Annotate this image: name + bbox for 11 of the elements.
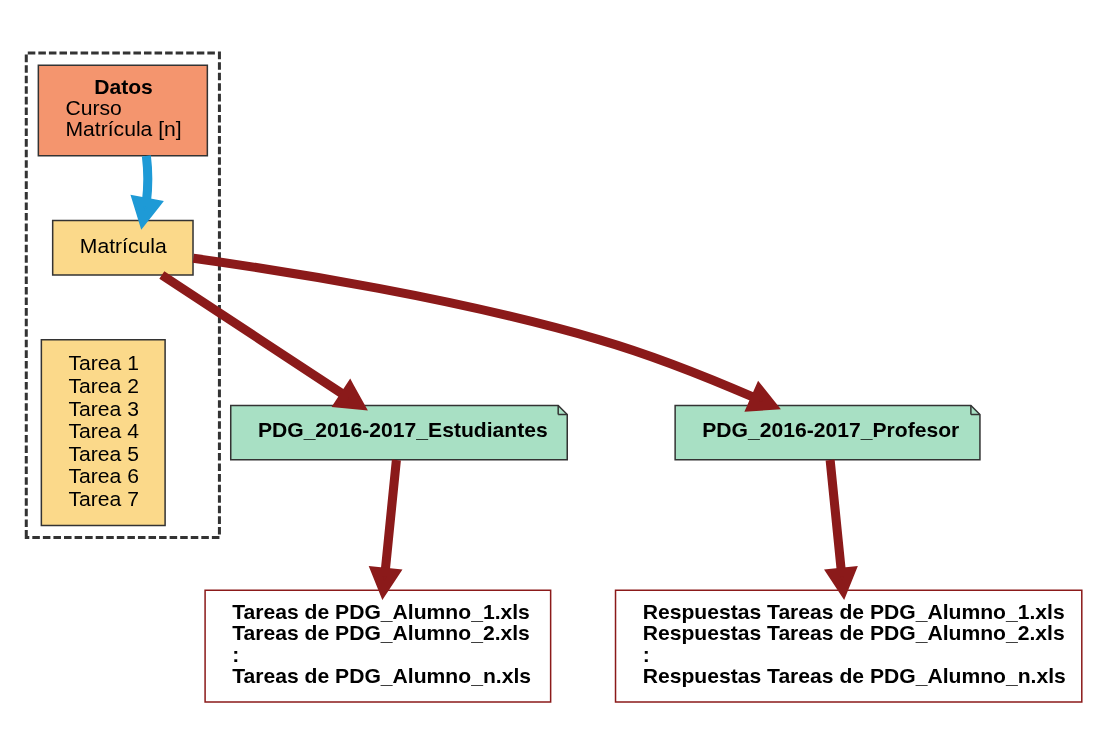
arrow [130, 154, 164, 230]
node-box: Tareas de PDG_Alumno_1.xls Tareas de PDG_Alumno_2.xls : Tareas de PDG_Alumno_n.xls [204, 589, 552, 703]
arrow [368, 459, 403, 600]
node-box: Tarea 1 Tarea 2 Tarea 3 Tarea 4 Tarea 5 Tarea 6 Tarea 7 [40, 338, 166, 526]
arrow [159, 270, 368, 411]
node-box: Respuestas Tareas de PDG_Alumno_1.xls Respuestas Tareas de PDG_Alumno_2.xls : Respuestas Tareas de PDG_Alumno_n.xls [614, 589, 1083, 703]
arrow [192, 253, 781, 412]
cluster [24, 51, 221, 539]
arrow [824, 459, 858, 600]
node-box: Matrícula [51, 219, 194, 276]
node-box: Datos Curso Matrícula [n] [37, 63, 209, 156]
